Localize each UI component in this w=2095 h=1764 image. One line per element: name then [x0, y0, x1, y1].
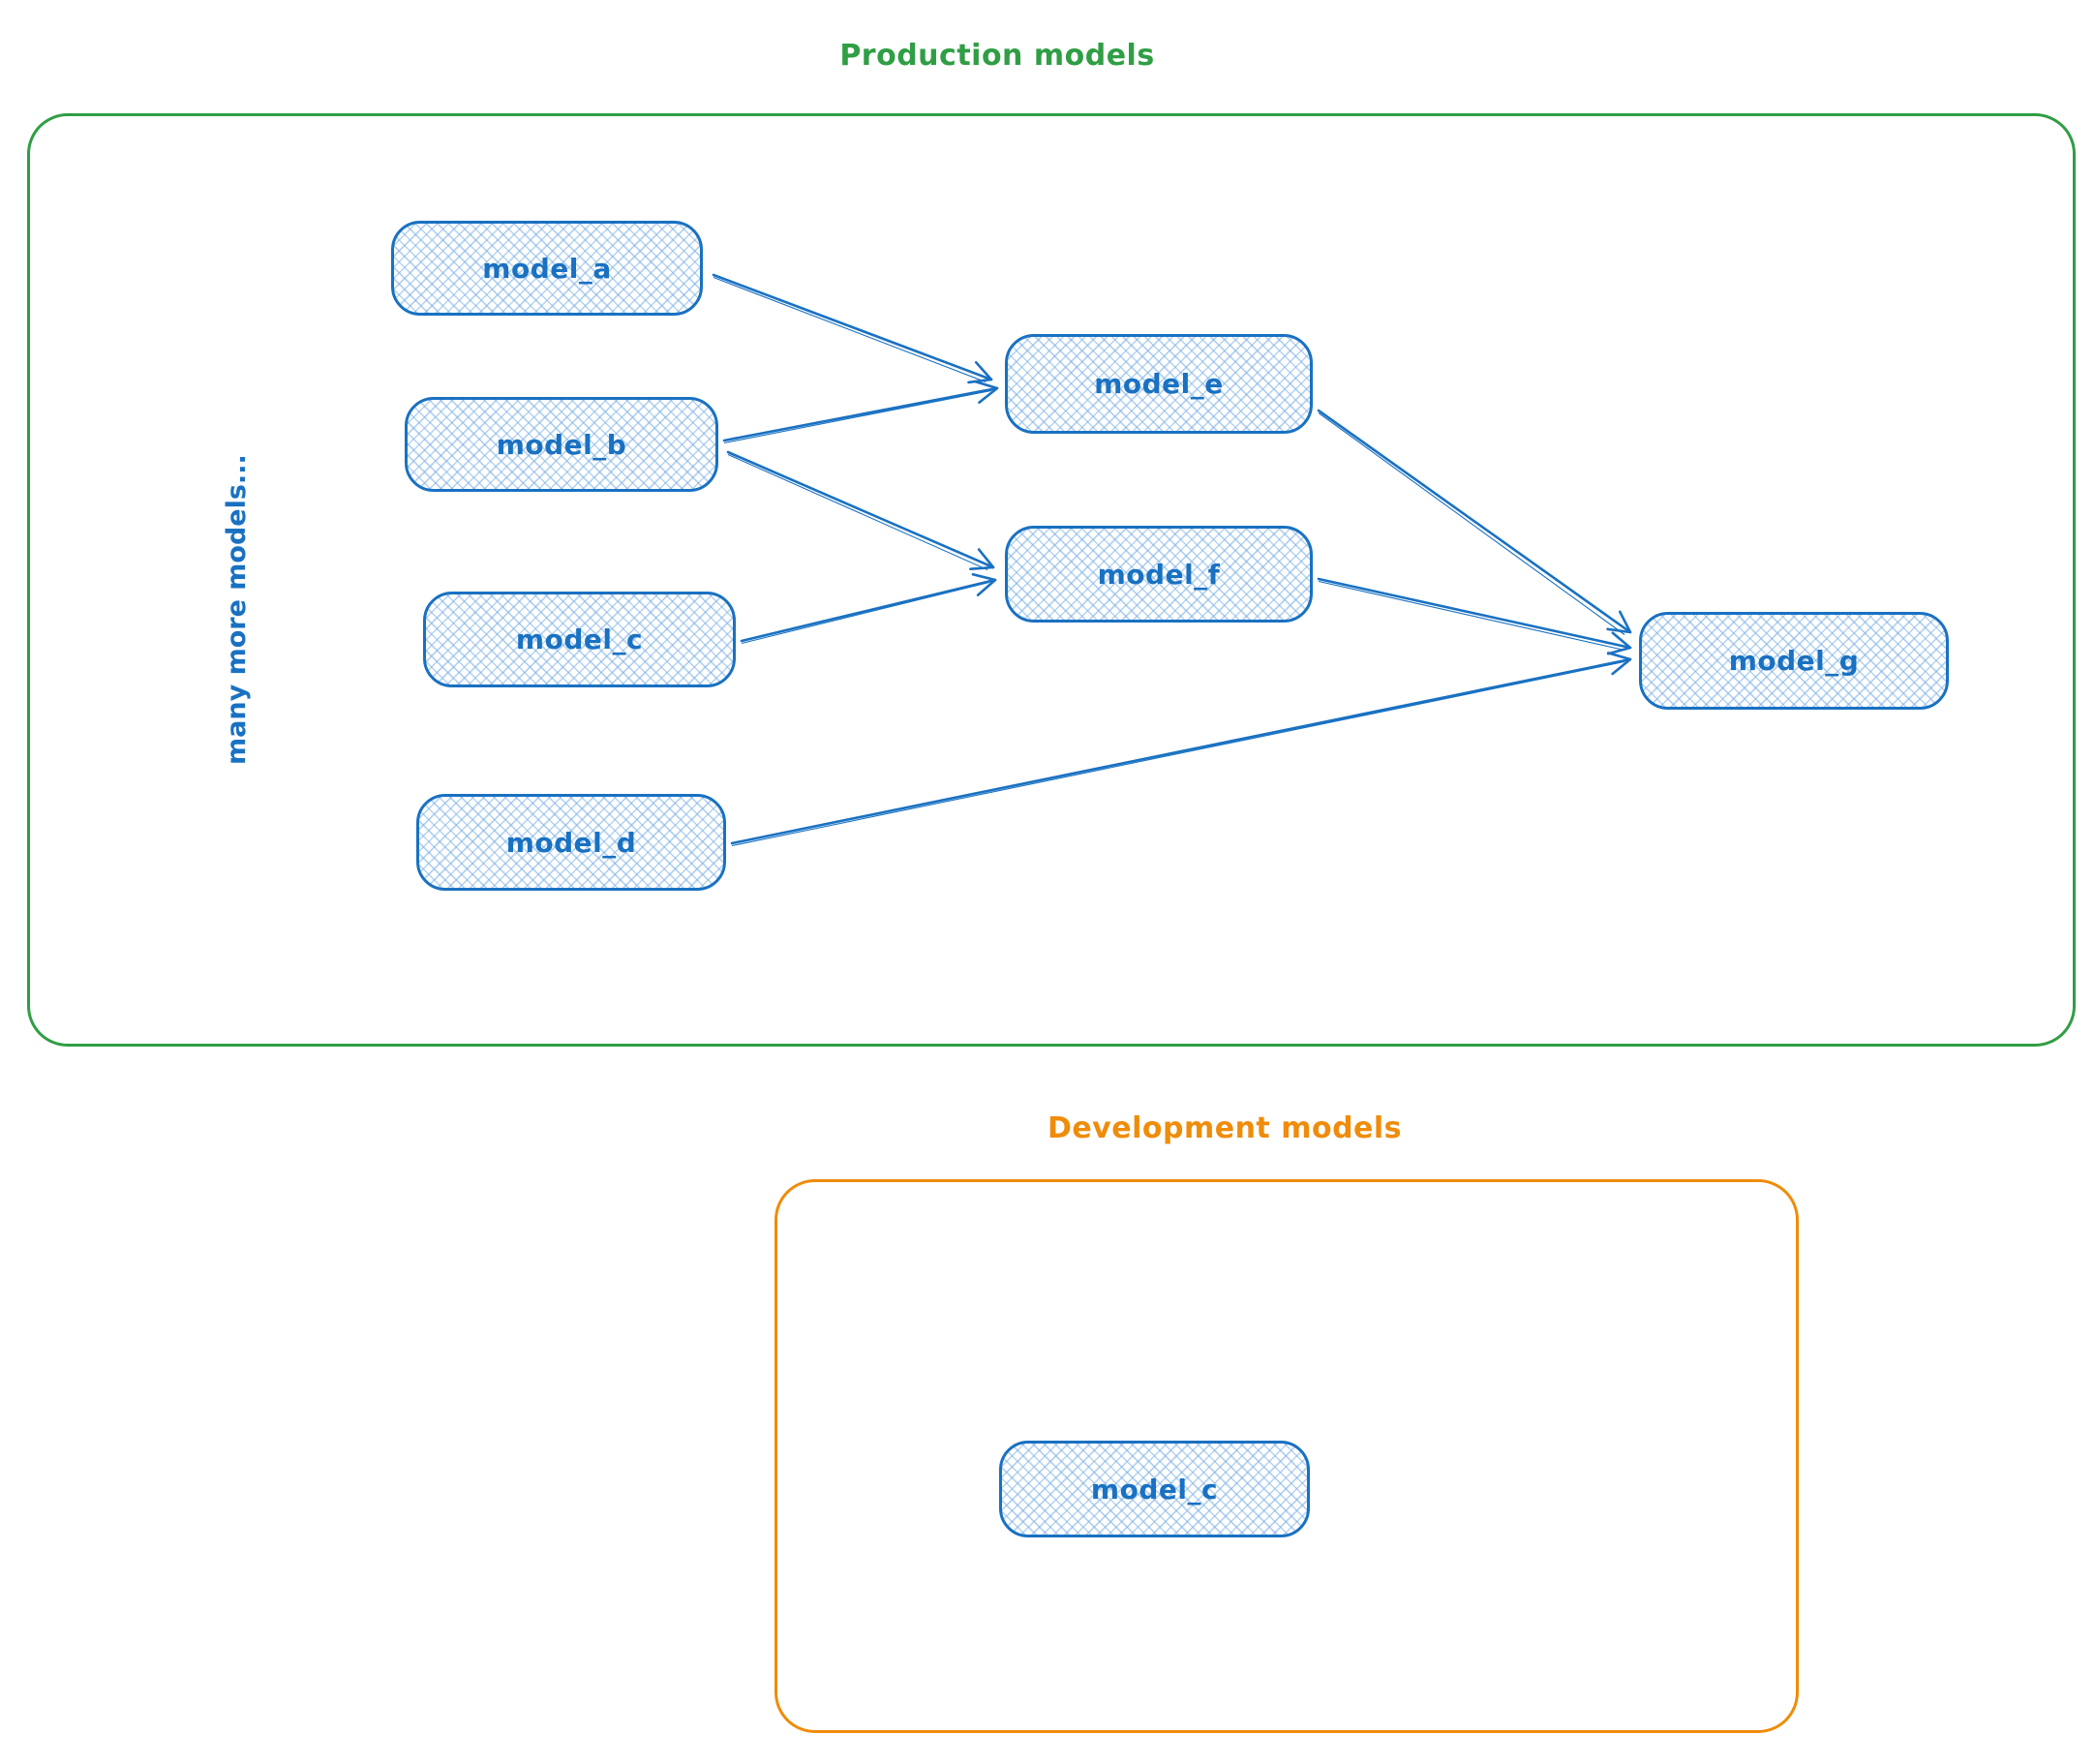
- node-model_c: model_c: [423, 592, 736, 687]
- node-label: model_b: [496, 428, 627, 461]
- node-label: model_e: [1094, 368, 1224, 400]
- production-title: Production models: [839, 39, 1155, 73]
- node-label: model_g: [1728, 645, 1860, 677]
- node-label: model_a: [482, 252, 612, 285]
- node-model_b: model_b: [405, 397, 718, 492]
- node-label: model_d: [505, 826, 637, 859]
- development-title: Development models: [1047, 1111, 1403, 1145]
- node-model_g: model_g: [1639, 612, 1949, 710]
- node-label: model_f: [1097, 558, 1221, 591]
- node-model_a: model_a: [391, 221, 703, 316]
- development-frame: [774, 1179, 1799, 1733]
- node-model_f: model_f: [1005, 526, 1313, 623]
- node-label: model_c: [515, 623, 644, 655]
- node-model_c_dev: model_c: [999, 1441, 1310, 1537]
- node-model_d: model_d: [416, 794, 726, 891]
- many-more-models-label: many more models...: [222, 454, 252, 765]
- node-label: model_c: [1090, 1473, 1219, 1505]
- node-model_e: model_e: [1005, 334, 1313, 434]
- production-frame: [27, 113, 2076, 1047]
